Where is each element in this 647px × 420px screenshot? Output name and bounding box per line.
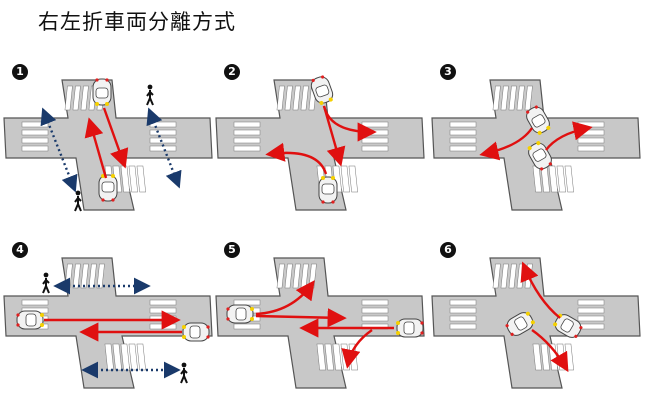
panel-number-badge: 4 bbox=[12, 242, 28, 258]
intersection-diagram bbox=[215, 257, 425, 389]
pedestrian-icon-sw bbox=[74, 190, 82, 212]
intersection-diagram bbox=[3, 257, 213, 389]
panel-number-badge: 6 bbox=[440, 242, 456, 258]
panel-number-badge: 3 bbox=[440, 64, 456, 80]
intersection-diagram bbox=[431, 79, 641, 211]
intersection-panel-5: 5 bbox=[212, 240, 427, 420]
vehicle-arrow-left-turn bbox=[265, 142, 328, 175]
intersection-road bbox=[431, 257, 641, 389]
vehicle-arrow-northbound bbox=[84, 117, 108, 179]
panel-number-badge: 2 bbox=[224, 64, 240, 80]
car-east bbox=[396, 318, 424, 338]
intersection-diagram bbox=[431, 257, 641, 389]
vehicle-arrow-left-turn bbox=[520, 261, 561, 319]
car-west bbox=[16, 310, 44, 330]
vehicle-arrow-left-turn bbox=[255, 280, 315, 316]
intersection-diagram bbox=[3, 78, 213, 212]
car-south-bottom bbox=[98, 174, 118, 202]
panel-number-badge: 5 bbox=[224, 242, 240, 258]
vehicle-arrow-straight bbox=[322, 105, 346, 167]
vehicle-arrow-left-turn bbox=[479, 127, 533, 161]
page-title: 右左折車両分離方式 bbox=[38, 10, 236, 34]
crosswalk-stripes bbox=[449, 85, 605, 193]
car-north-top bbox=[92, 78, 112, 106]
vehicle-arrow-straight bbox=[255, 308, 347, 328]
car-west bbox=[505, 311, 535, 336]
intersection-panel-3: 3 bbox=[428, 62, 643, 242]
pedestrian-icon-ne bbox=[146, 84, 154, 106]
pedestrian-arrow-west bbox=[40, 107, 78, 193]
vehicle-arrow-right-turn bbox=[531, 329, 569, 373]
vehicle-arrow-right-turn bbox=[545, 121, 593, 151]
intersection-panel-6: 6 bbox=[428, 240, 643, 420]
car-east bbox=[553, 313, 583, 338]
intersection-diagram bbox=[215, 75, 425, 211]
intersection-panel-4: 4 bbox=[0, 240, 215, 420]
pedestrian-icon-nw bbox=[42, 272, 50, 294]
vehicle-arrow-southbound bbox=[102, 107, 129, 169]
car-west bbox=[226, 304, 254, 324]
pedestrian-icon-se bbox=[180, 362, 188, 384]
vehicle-arrow-right-turn bbox=[341, 329, 373, 369]
intersection-panel-2: 2 bbox=[212, 62, 427, 242]
car-east bbox=[182, 322, 210, 342]
panel-number-badge: 1 bbox=[12, 64, 28, 80]
car-north-top bbox=[310, 75, 334, 105]
intersection-panel-1: 1 bbox=[0, 62, 215, 242]
car-north bbox=[526, 105, 551, 135]
car-south-bottom bbox=[318, 176, 338, 204]
